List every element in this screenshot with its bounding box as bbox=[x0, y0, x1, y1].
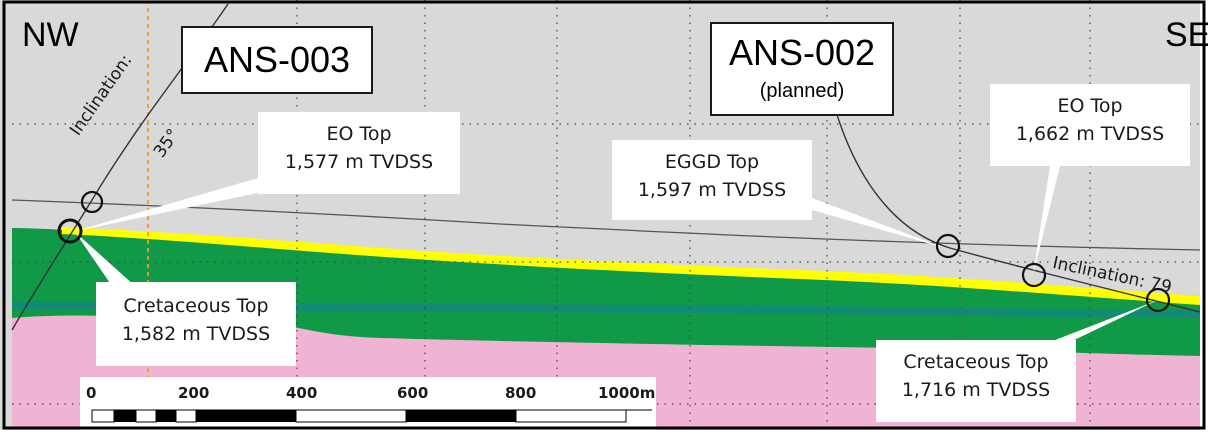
eggd-top-pointer bbox=[812, 198, 945, 248]
cretaceous-top-right-pointer bbox=[1050, 300, 1158, 342]
eo-top-right-marker bbox=[1021, 262, 1047, 288]
cretaceous-top-left-pointer bbox=[75, 232, 135, 286]
callout-cretaceous-top-left: Cretaceous Top 1,582 m TVDSS bbox=[96, 282, 296, 366]
scale-segment bbox=[515, 409, 627, 423]
callout-eo-top-left: EO Top 1,577 m TVDSS bbox=[258, 112, 460, 194]
green-layer bbox=[12, 228, 1200, 356]
callout-title: EGGD Top bbox=[664, 151, 760, 173]
callout-depth: 1,597 m TVDSS bbox=[637, 179, 787, 201]
well-label-ans-002: ANS-002 (planned) bbox=[710, 22, 894, 116]
callout-title: EO Top bbox=[1057, 95, 1123, 117]
scale-tick: 800 bbox=[505, 384, 537, 402]
scale-segment bbox=[175, 409, 197, 423]
cretaceous-top-left-marker bbox=[57, 218, 83, 244]
scale-bar bbox=[91, 409, 652, 423]
well-name: ANS-002 bbox=[728, 32, 876, 73]
yellow-layer bbox=[62, 227, 1200, 305]
scale-segment bbox=[91, 409, 115, 423]
callout-depth: 1,662 m TVDSS bbox=[1015, 123, 1165, 145]
callout-cretaceous-top-right: Cretaceous Top 1,716 m TVDSS bbox=[876, 340, 1076, 422]
eggd-top-marker bbox=[935, 233, 961, 259]
horizon-line bbox=[11, 199, 1201, 251]
scale-segment bbox=[156, 410, 176, 422]
direction-right: SE bbox=[1165, 16, 1208, 54]
callout-depth: 1,582 m TVDSS bbox=[121, 323, 271, 345]
scale-segment bbox=[114, 410, 136, 422]
eo-top-left-marker bbox=[80, 190, 104, 214]
cretaceous-top-right-marker bbox=[1145, 287, 1171, 313]
scale-segment bbox=[196, 410, 296, 422]
scale-tick: 600 bbox=[397, 384, 429, 402]
callout-depth: 1,716 m TVDSS bbox=[901, 379, 1051, 401]
scale-tick: 400 bbox=[286, 384, 318, 402]
callout-eggd-top: EGGD Top 1,597 m TVDSS bbox=[612, 140, 812, 220]
callout-eo-top-right: EO Top 1,662 m TVDSS bbox=[990, 84, 1190, 166]
eo-top-left-pointer bbox=[72, 178, 262, 232]
callout-title: Cretaceous Top bbox=[123, 295, 269, 317]
callout-title: EO Top bbox=[326, 123, 392, 145]
well-status: (planned) bbox=[759, 80, 845, 102]
scale-tick: 0 bbox=[86, 384, 97, 402]
scale-segment bbox=[406, 410, 516, 422]
direction-left: NW bbox=[22, 16, 79, 54]
eo-top-right-pointer bbox=[1033, 166, 1060, 275]
well-label-ans-003: ANS-003 bbox=[181, 26, 373, 94]
well-name: ANS-003 bbox=[203, 39, 351, 80]
callout-depth: 1,577 m TVDSS bbox=[284, 151, 434, 173]
scale-tick: 1000m bbox=[598, 384, 656, 402]
callout-title: Cretaceous Top bbox=[903, 351, 1049, 373]
scale-tick: 200 bbox=[178, 384, 210, 402]
scale-segment bbox=[295, 409, 407, 423]
scale-segment bbox=[135, 409, 157, 423]
ans-002-trajectory bbox=[829, 89, 1201, 313]
teal-band bbox=[12, 301, 1200, 318]
